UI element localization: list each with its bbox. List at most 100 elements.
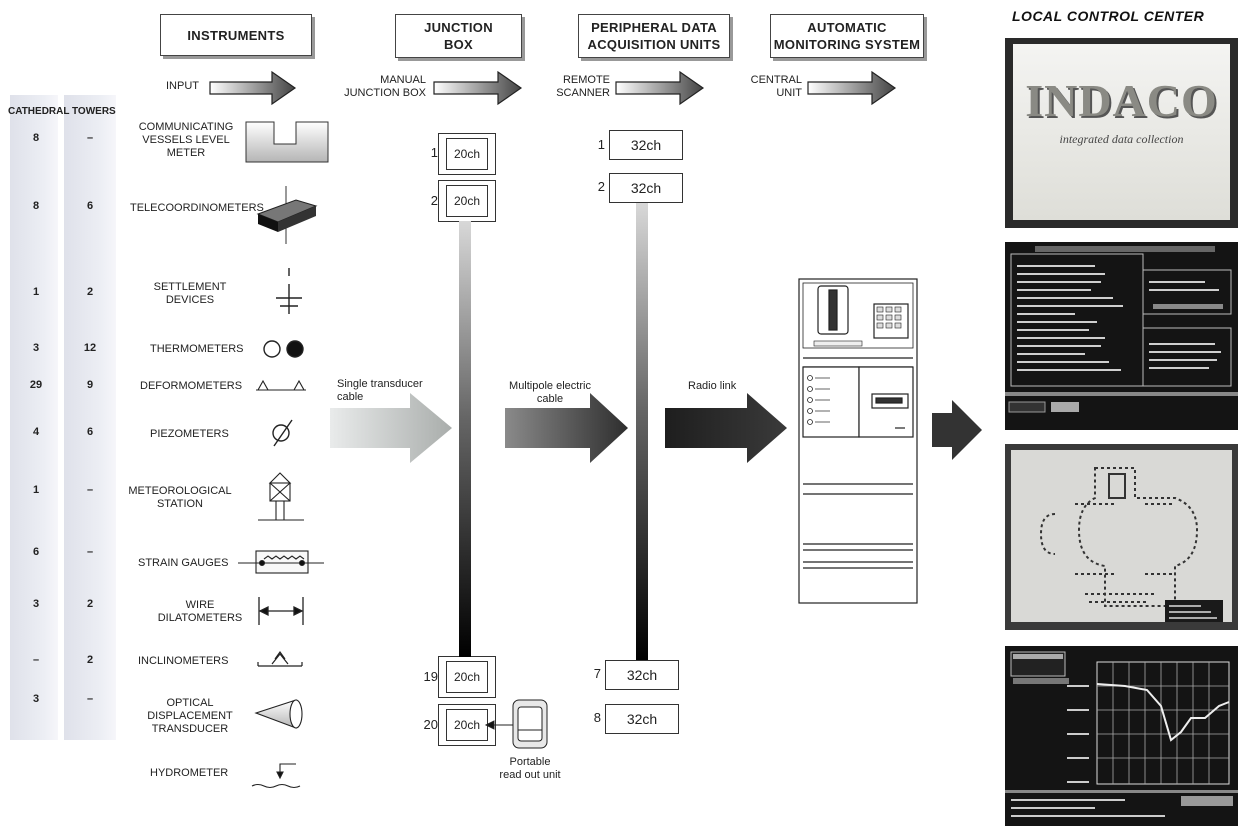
menu-screen — [1005, 242, 1238, 430]
instrument-label-hydrometer: HYDROMETER — [150, 767, 229, 779]
towers-count-wire-dilatometers: 2 — [86, 598, 94, 610]
junction-box-index: 2 — [430, 193, 438, 208]
scanner-index: 7 — [593, 666, 601, 681]
scanner-index: 1 — [597, 137, 605, 152]
towers-count-settlement: 2 — [86, 286, 94, 298]
hydrometer-icon — [251, 763, 301, 789]
deformometer-icon — [256, 379, 306, 391]
instrument-label-piezometers: PIEZOMETERS — [150, 428, 229, 440]
scanner-index: 2 — [597, 179, 605, 194]
scanner-bus-bar — [636, 203, 648, 660]
junction-box-index: 20 — [423, 717, 438, 732]
cathedral-count-thermometers: 3 — [32, 342, 40, 354]
input-arrow — [209, 70, 297, 106]
piezometer-icon — [272, 419, 293, 447]
radio-link-label: Radio link — [688, 380, 737, 392]
vessels-level-meter-icon — [245, 121, 329, 163]
scanner-box: 32ch — [609, 130, 683, 160]
towers-count-strain-gauges: – — [86, 546, 94, 558]
inclinometer-icon — [257, 650, 303, 667]
multipole-arrow — [505, 393, 628, 463]
output-arrow — [932, 400, 982, 460]
cathedral-column — [10, 95, 58, 740]
chart-screen-graphics — [1005, 651, 1238, 817]
central-unit-cabinet-icon — [798, 278, 918, 604]
cathedral-count-wire-dilatometers: 3 — [32, 598, 40, 610]
cathedral-column-header: CATHEDRAL — [8, 106, 70, 117]
towers-count-vessels: – — [86, 132, 94, 144]
scanner-index: 8 — [593, 710, 601, 725]
instrument-label-inclinometers: INCLINOMETERS — [138, 655, 229, 667]
central-unit-arrow — [807, 70, 897, 106]
cathedral-count-vessels: 8 — [32, 132, 40, 144]
menu-screen-graphics — [1005, 246, 1238, 413]
cathedral-count-deformometers: 29 — [29, 379, 43, 391]
wire-dilatometer-icon — [258, 597, 304, 625]
instrument-label-telecoordinometers: TELECOORDINOMETERS — [130, 202, 264, 214]
junction-box: 20ch — [438, 133, 496, 175]
scanner-box: 32ch — [605, 660, 679, 690]
scanner-box: 32ch — [605, 704, 679, 734]
strain-gauge-icon — [238, 550, 324, 574]
instruments-header: INSTRUMENTS — [160, 14, 312, 56]
indaco-title: INDACO — [1025, 75, 1218, 126]
cathedral-count-telecoordinometers: 8 — [32, 200, 40, 212]
junction-box: 20ch — [438, 180, 496, 222]
indaco-subtitle: integrated data collection — [1059, 132, 1184, 146]
single-transducer-arrow — [330, 393, 452, 463]
cathedral-count-inclinometers: – — [32, 654, 40, 666]
towers-column-header: TOWERS — [72, 106, 116, 117]
chart-screen — [1005, 646, 1238, 826]
cathedral-count-piezometers: 4 — [32, 426, 40, 438]
indaco-screen: INDACO integrated data collection — [1005, 38, 1238, 228]
cathedral-count-strain-gauges: 6 — [32, 546, 40, 558]
portable-readout-unit-icon — [484, 699, 548, 749]
towers-count-meteorological: – — [86, 484, 94, 496]
telecoordinometer-icon — [256, 186, 318, 244]
cathedral-count-meteorological: 1 — [32, 484, 40, 496]
input-label: INPUT — [166, 80, 199, 92]
towers-count-telecoordinometers: 6 — [86, 200, 94, 212]
towers-count-thermometers: 12 — [83, 342, 97, 354]
optical-transducer-icon — [254, 699, 303, 729]
junction-bus-bar — [459, 221, 471, 657]
local-control-header: LOCAL CONTROL CENTER — [1012, 8, 1205, 24]
meteorological-station-icon — [258, 472, 304, 521]
cathedral-count-optical: 3 — [32, 693, 40, 705]
plan-screen-graphics — [1011, 450, 1232, 622]
towers-count-deformometers: 9 — [86, 379, 94, 391]
instrument-label-deformometers: DEFORMOMETERS — [140, 380, 243, 392]
radio-link-arrow — [665, 393, 787, 463]
thermometer-icon — [263, 340, 304, 358]
cathedral-count-settlement: 1 — [32, 286, 40, 298]
towers-column — [64, 95, 116, 740]
towers-count-inclinometers: 2 — [86, 654, 94, 666]
junction-box-index: 1 — [430, 145, 438, 160]
plan-screen — [1005, 444, 1238, 630]
junction-box: 20ch — [438, 704, 496, 746]
scanner-box: 32ch — [609, 173, 683, 203]
manual-junction-arrow — [433, 70, 523, 106]
settlement-device-icon — [276, 268, 302, 314]
towers-count-piezometers: 6 — [86, 426, 94, 438]
instrument-label-strain-gauges: STRAIN GAUGES — [138, 557, 229, 569]
junction-box-index: 19 — [423, 669, 438, 684]
remote-scanner-arrow — [615, 70, 705, 106]
